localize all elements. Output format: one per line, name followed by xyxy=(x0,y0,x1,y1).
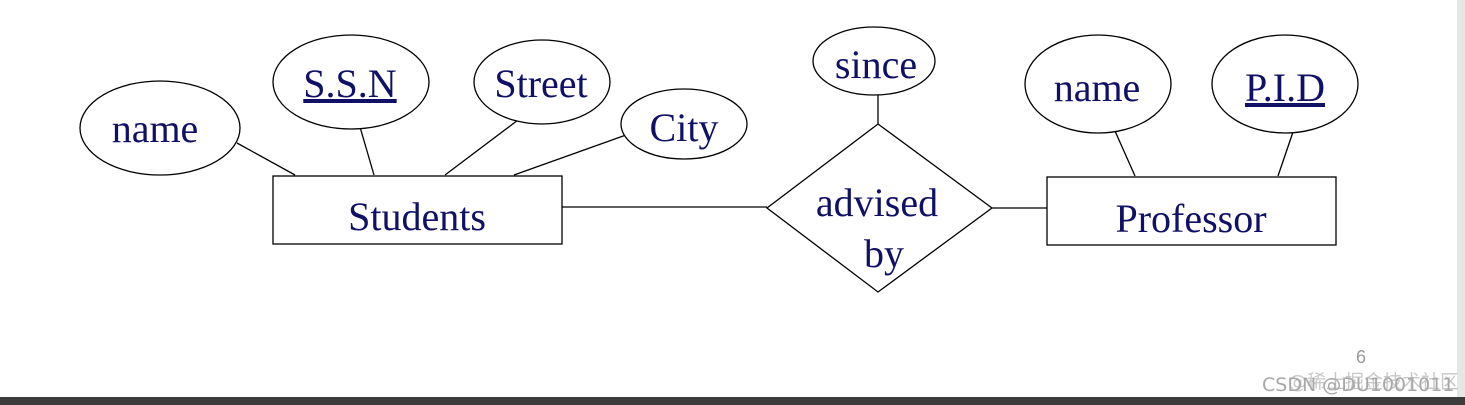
professor-entity-box xyxy=(1046,176,1337,246)
students-name-label: name xyxy=(112,106,199,151)
students-ssn-label: S.S.N xyxy=(303,61,396,106)
students-city-label: City xyxy=(650,105,719,150)
students-entity-label: Students xyxy=(348,194,486,239)
students-city-attribute xyxy=(620,88,748,160)
professor-entity-label: Professor xyxy=(1115,196,1266,241)
professor-name-attribute xyxy=(1024,34,1172,134)
advised-by-relationship-diamond xyxy=(765,123,994,293)
since-label: since xyxy=(835,42,917,87)
professor-name-label: name xyxy=(1054,65,1141,110)
edge-professor-name xyxy=(1114,130,1136,177)
page-number: 6 xyxy=(1356,347,1367,367)
slide-right-border xyxy=(1457,0,1465,397)
juejin-watermark: @稀土掘金技术社区 xyxy=(1288,371,1460,393)
edge-students-ssn xyxy=(359,126,375,176)
since-attribute xyxy=(812,26,936,96)
edge-students-street xyxy=(444,116,523,176)
professor-pid-label: P.I.D xyxy=(1245,65,1325,110)
edge-students-name xyxy=(236,142,296,176)
students-ssn-attribute xyxy=(272,34,430,130)
edge-students-city xyxy=(513,134,627,176)
csdn-watermark: CSDN @DU1001011 xyxy=(1262,374,1455,396)
students-street-attribute xyxy=(473,39,611,125)
students-name-attribute xyxy=(79,80,241,176)
students-entity-box xyxy=(272,175,563,245)
students-street-label: Street xyxy=(494,61,587,106)
relationship-label-line2: by xyxy=(864,231,904,276)
slide-bottom-border xyxy=(0,397,1465,405)
professor-pid-attribute xyxy=(1211,34,1359,134)
relationship-label-line1: advised xyxy=(816,180,938,225)
edge-professor-pid xyxy=(1277,131,1294,177)
